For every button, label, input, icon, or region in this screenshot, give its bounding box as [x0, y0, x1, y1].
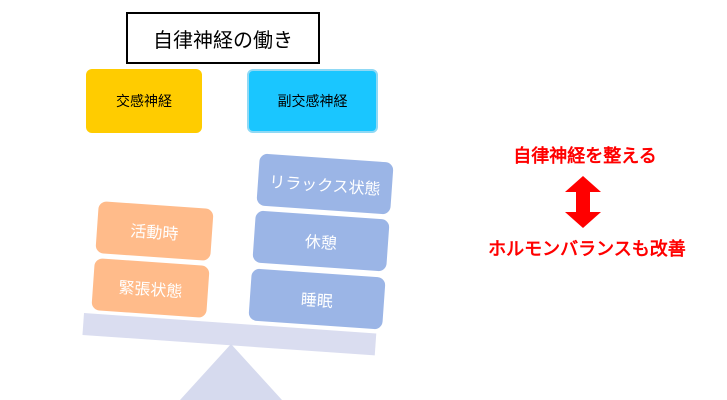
- message-top: 自律神経を整える: [513, 146, 657, 167]
- diagram-title: 自律神経の働き: [126, 12, 320, 64]
- double-arrow-icon: [565, 176, 601, 228]
- block-sleep: 睡眠: [248, 268, 386, 330]
- block-relax: リラックス状態: [256, 153, 394, 215]
- message-bottom: ホルモンバランスも改善: [488, 239, 686, 260]
- block-active: 活動時: [95, 201, 214, 261]
- seesaw-fulcrum: [180, 344, 282, 400]
- block-tension: 緊張状態: [91, 258, 210, 318]
- block-rest: 休憩: [252, 210, 390, 272]
- parasympathetic-label: 副交感神経: [247, 69, 378, 133]
- sympathetic-label: 交感神経: [86, 69, 202, 133]
